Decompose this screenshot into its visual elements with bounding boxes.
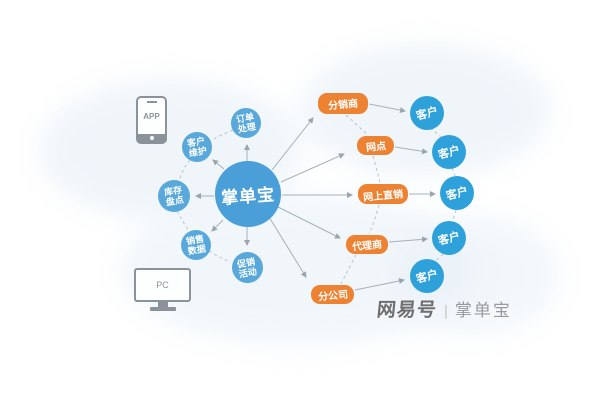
feature-label: 库存 盘点 bbox=[163, 184, 185, 208]
node-distributor: 分销商 bbox=[318, 93, 368, 114]
pc-screen: PC bbox=[134, 268, 191, 302]
pc-stand-neck bbox=[157, 302, 168, 307]
channel-label: 分销商 bbox=[327, 98, 359, 113]
node-customer: 客户 bbox=[432, 135, 466, 169]
channel-label: 网上直销 bbox=[362, 188, 404, 204]
node-online-direct-sales: 网上直销 bbox=[358, 184, 408, 204]
center-node-label: 掌单宝 bbox=[220, 184, 276, 208]
pc-label: PC bbox=[156, 280, 169, 290]
node-customer: 客户 bbox=[410, 259, 444, 293]
feature-label: 订单 处理 bbox=[235, 111, 257, 135]
feature-label: 销售 数据 bbox=[185, 233, 207, 257]
customer-label: 客户 bbox=[437, 230, 462, 248]
pc-monitor-icon: PC bbox=[134, 268, 191, 311]
phone-home-button bbox=[149, 136, 154, 140]
phone-home-band bbox=[138, 134, 165, 142]
watermark-name: 掌单宝 bbox=[454, 301, 512, 320]
node-branch-company: 分公司 bbox=[311, 285, 354, 304]
customer-label: 客户 bbox=[445, 185, 470, 203]
node-customer-maintenance: 客户 维护 bbox=[182, 132, 212, 162]
channel-label: 分公司 bbox=[317, 289, 349, 304]
channel-label: 网点 bbox=[365, 141, 387, 154]
watermark-divider: | bbox=[444, 303, 448, 320]
channel-label: 代理商 bbox=[351, 239, 383, 254]
node-inventory-check: 库存 盘点 bbox=[158, 180, 190, 212]
app-label: APP bbox=[143, 112, 160, 121]
node-zhangdanbao-center: 掌单宝 bbox=[215, 161, 281, 227]
phone-speaker-line bbox=[146, 101, 157, 103]
node-customer: 客户 bbox=[440, 176, 474, 210]
node-agent: 代理商 bbox=[346, 235, 388, 254]
customer-label: 客户 bbox=[437, 144, 462, 162]
node-customer: 客户 bbox=[432, 221, 466, 255]
node-outlet: 网点 bbox=[357, 136, 394, 155]
node-sales-data: 销售 数据 bbox=[181, 230, 211, 260]
feature-label: 客户 维护 bbox=[186, 135, 208, 159]
node-order-processing: 订单 处理 bbox=[231, 108, 261, 138]
feature-label: 促销 活动 bbox=[236, 256, 259, 279]
customer-label: 客户 bbox=[415, 105, 440, 123]
watermark: 网易号 | 掌单宝 bbox=[375, 295, 512, 322]
node-promotion-activity: 促销 活动 bbox=[232, 252, 263, 283]
smartphone-app-icon: APP bbox=[136, 96, 167, 144]
watermark-brand: 网易号 bbox=[375, 300, 438, 321]
pc-stand-base bbox=[149, 307, 176, 311]
customer-label: 客户 bbox=[415, 268, 440, 286]
node-customer: 客户 bbox=[410, 96, 444, 130]
